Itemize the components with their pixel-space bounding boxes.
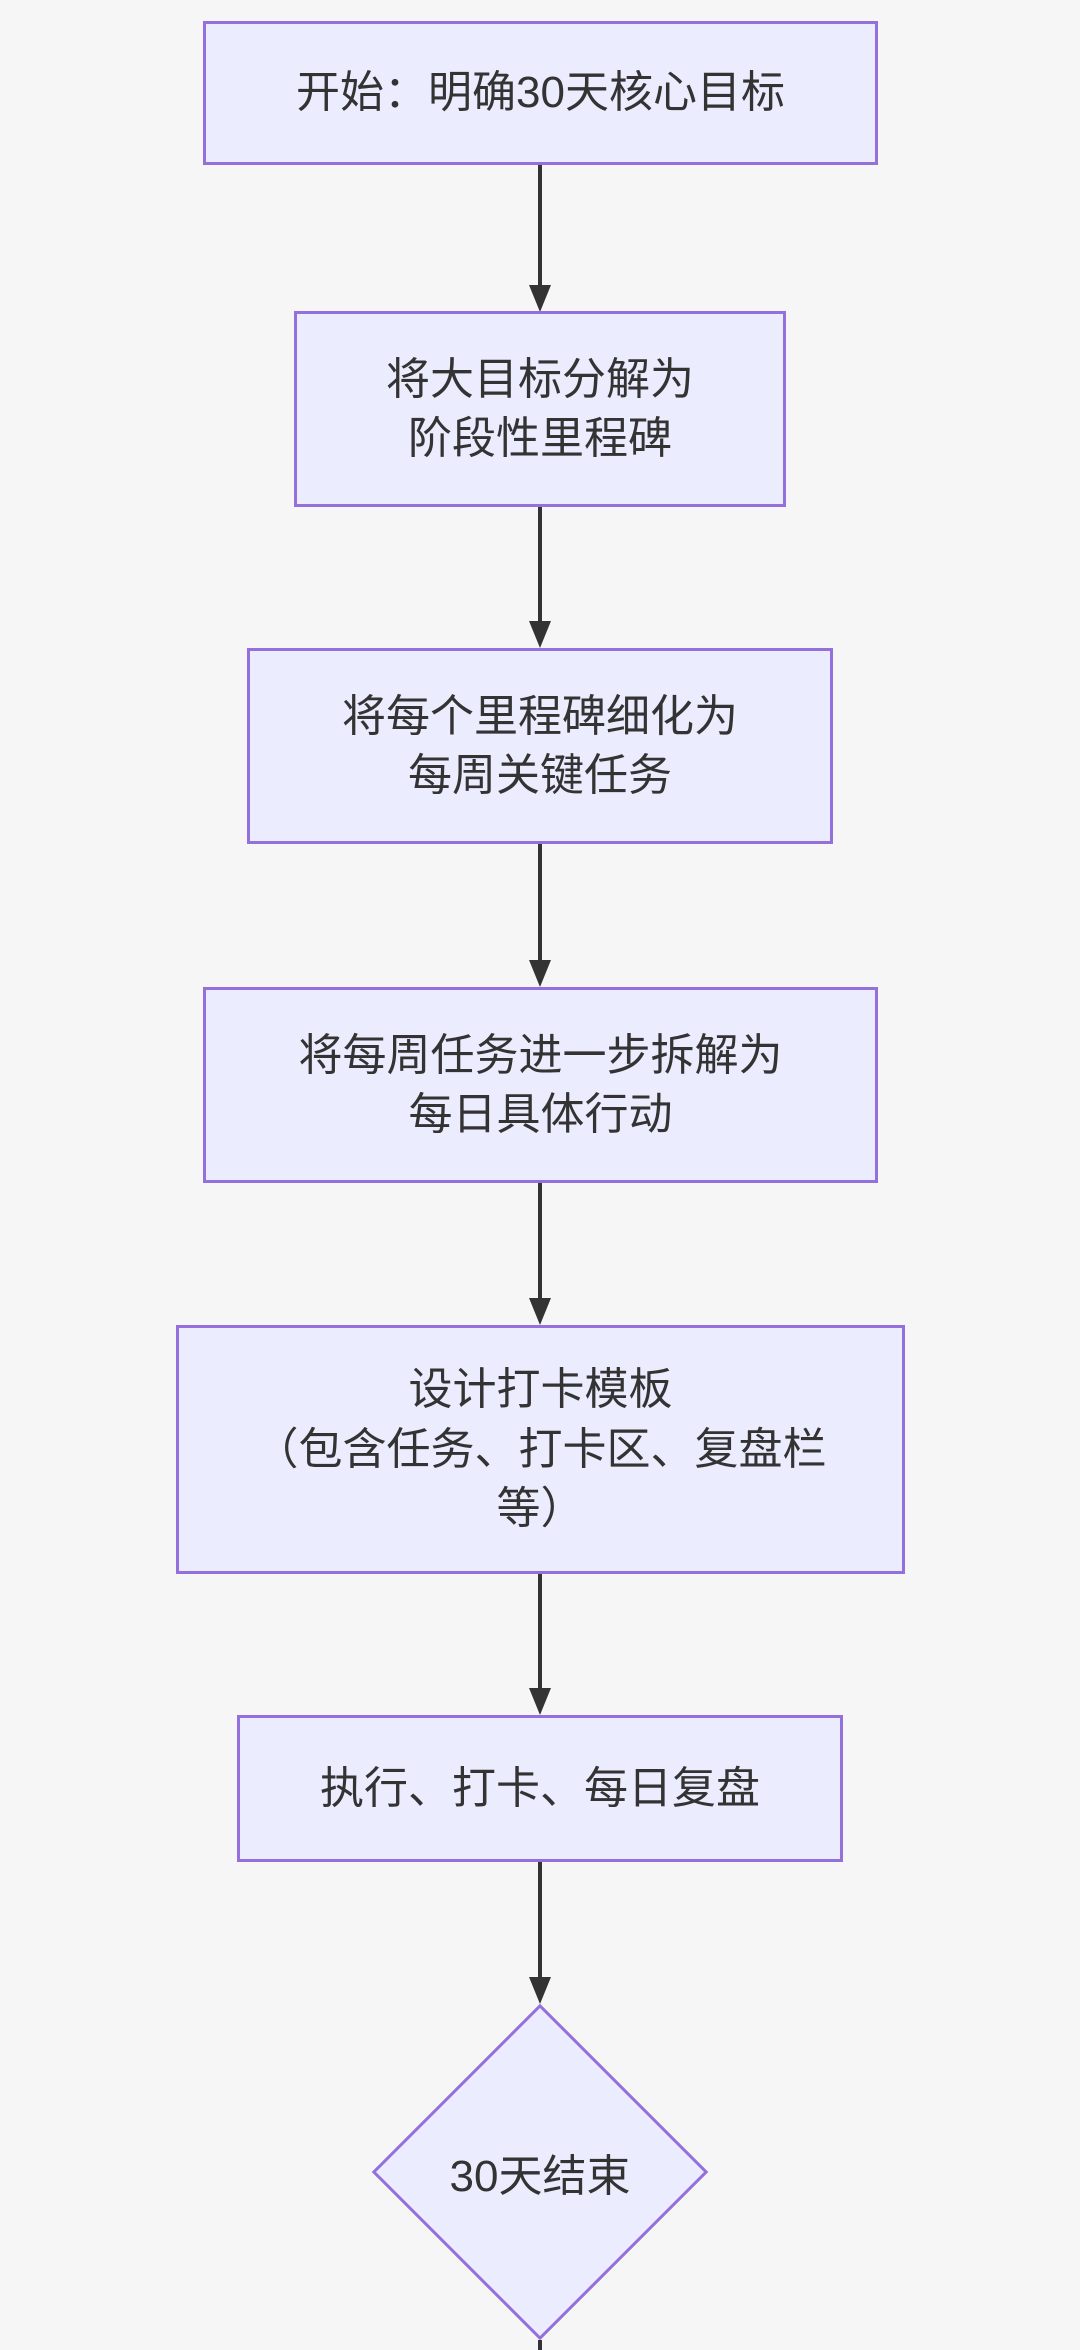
arrow-line <box>538 1574 542 1690</box>
arrow-head-down-icon <box>529 960 551 987</box>
node-daily-actions: 将每周任务进一步拆解为 每日具体行动 <box>203 987 878 1183</box>
arrow-line <box>538 165 542 287</box>
arrow-head-down-icon <box>529 285 551 312</box>
node-execute-review: 执行、打卡、每日复盘 <box>237 1715 843 1862</box>
node-start: 开始：明确30天核心目标 <box>203 21 878 165</box>
node-weekly-tasks: 将每个里程碑细化为 每周关键任务 <box>247 648 833 844</box>
arrow-head-down-icon <box>529 1977 551 2004</box>
node-end-diamond: 30天结束 <box>449 2152 631 2201</box>
arrow-head-down-icon <box>529 621 551 648</box>
arrow-head-down-icon <box>529 1688 551 1715</box>
arrow-line <box>538 844 542 962</box>
arrow-line <box>538 1862 542 1979</box>
node-card-template: 设计打卡模板 （包含任务、打卡区、复盘栏 等） <box>176 1325 905 1574</box>
arrow-line-stub <box>538 2340 542 2350</box>
arrow-line <box>538 1183 542 1300</box>
node-milestones: 将大目标分解为 阶段性里程碑 <box>294 311 786 507</box>
arrow-head-down-icon <box>529 1298 551 1325</box>
arrow-line <box>538 507 542 623</box>
